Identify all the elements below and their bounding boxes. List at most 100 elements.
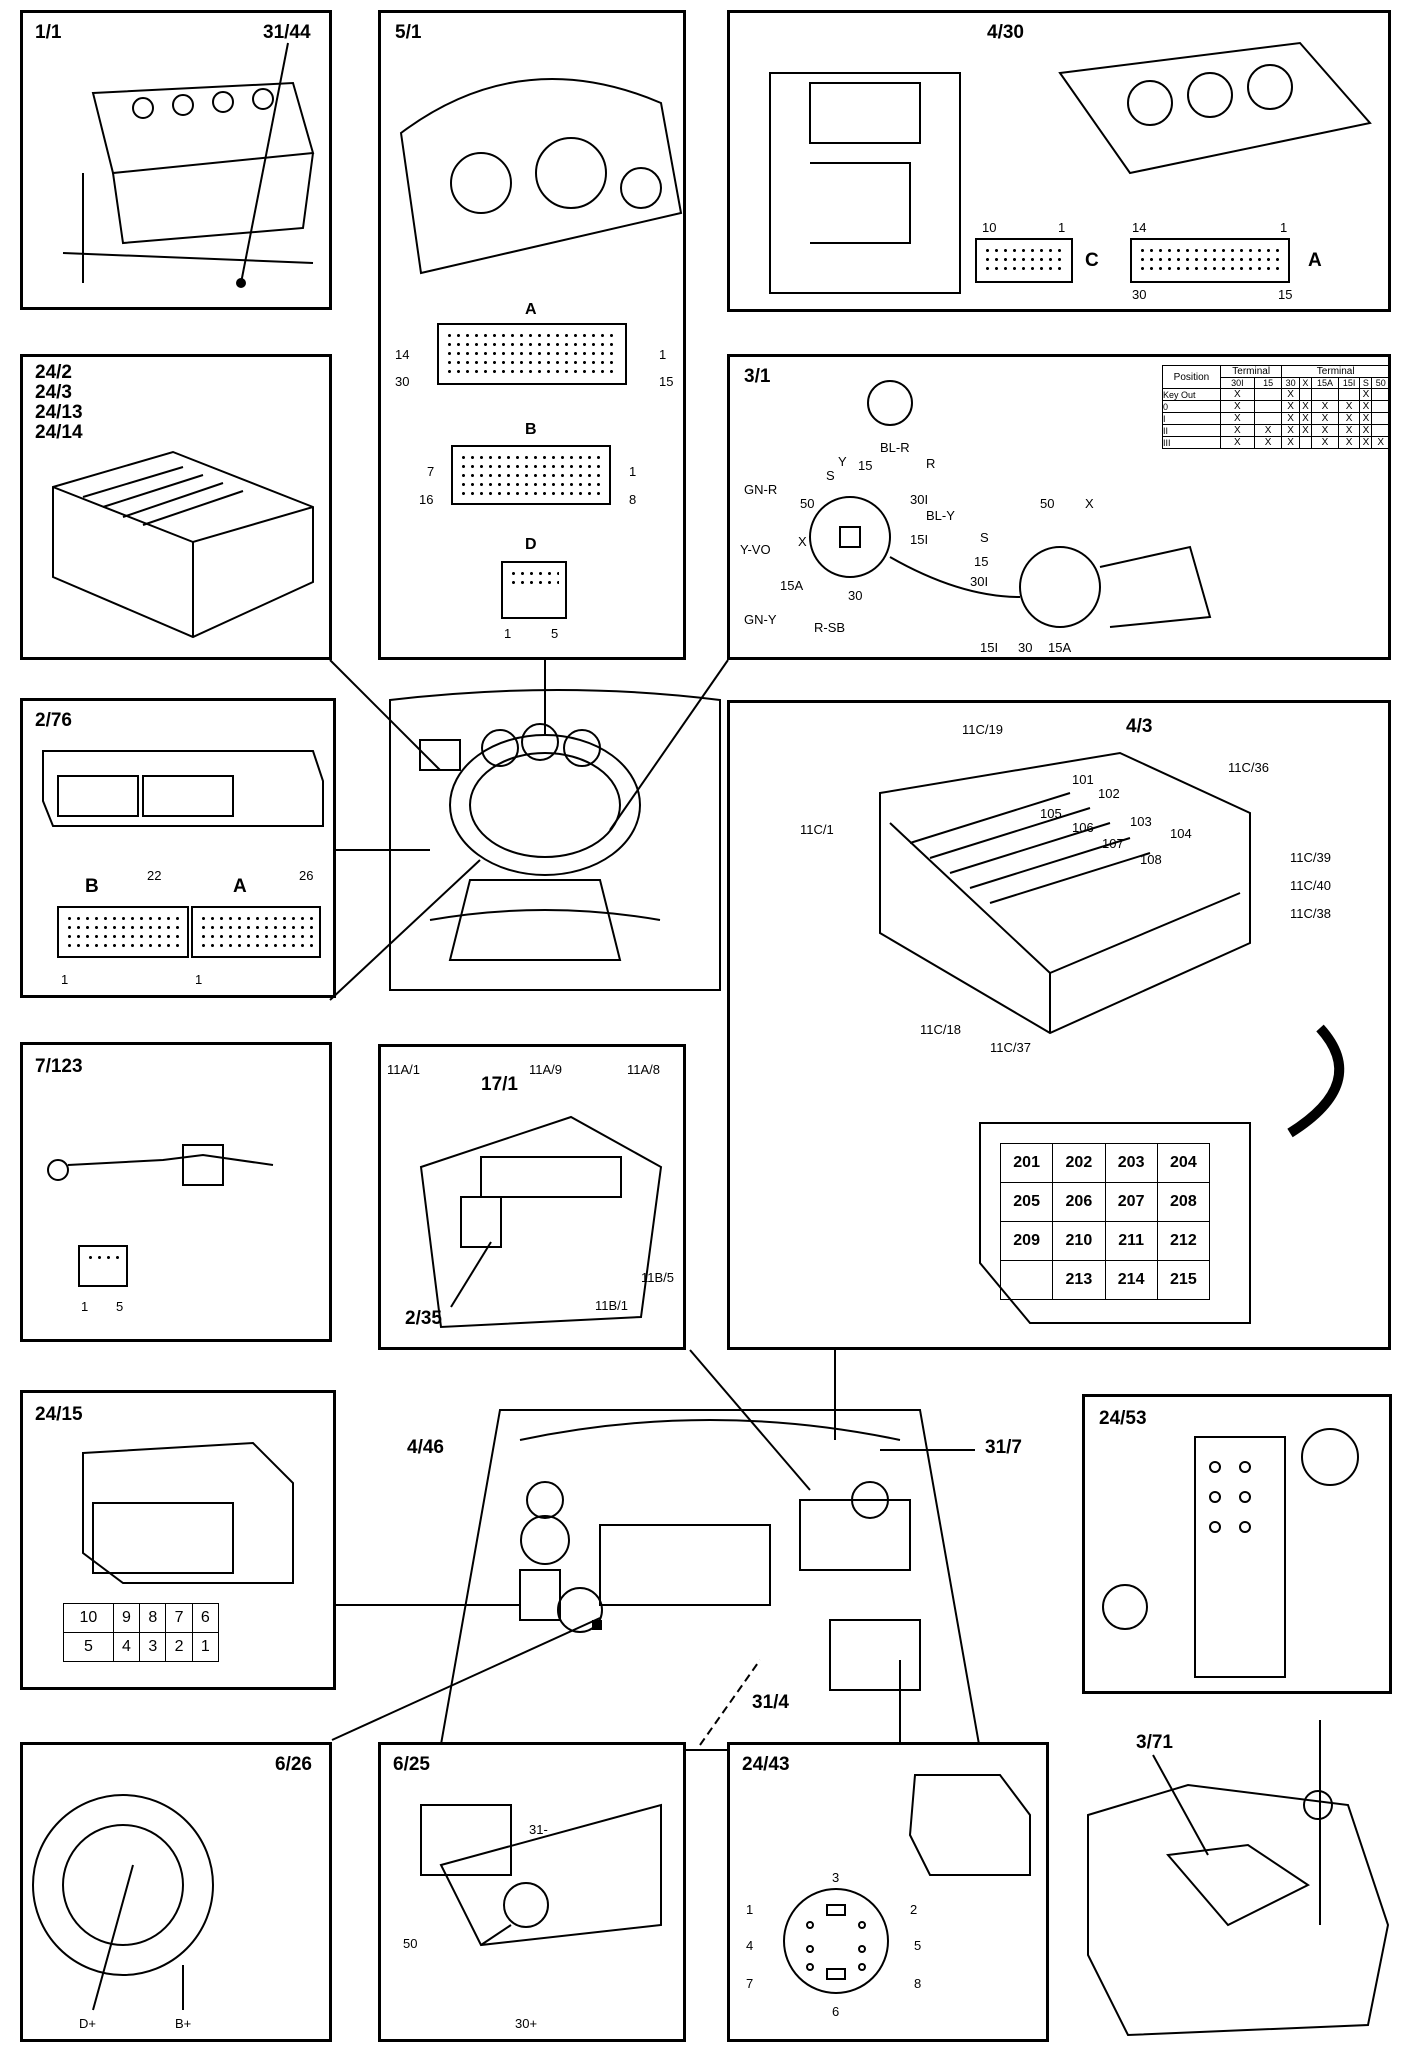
switch-label: 15 (974, 554, 989, 569)
conn-a-pin: 26 (299, 868, 314, 883)
panel-24-53: 24/53 (1082, 1394, 1392, 1694)
callout-4-46: 4/46 (407, 1437, 444, 1458)
terminal-header: S (1359, 377, 1373, 389)
sensor-connector (78, 1245, 128, 1287)
mark-cell (1337, 388, 1361, 401)
starter-motor-drawing (420, 1803, 662, 1947)
pin-label: 2 (910, 1902, 918, 1917)
mark-cell: X (1359, 424, 1373, 437)
callout: 11B/1 (595, 1298, 629, 1313)
round-connector-drawing (783, 1774, 1031, 1994)
conn-a-pin: 14 (395, 347, 410, 362)
conn-a-pin: 30 (1132, 287, 1147, 302)
mark-cell (1371, 412, 1390, 425)
fuse-cell: 208 (1156, 1182, 1211, 1222)
mark-cell (1371, 424, 1390, 437)
fuse-cell: 214 (1104, 1260, 1158, 1300)
switch-label: 15I (980, 640, 999, 655)
battery-drawing (62, 42, 315, 288)
fuse-cell: 210 (1052, 1221, 1106, 1261)
relay-label: 107 (1102, 836, 1124, 851)
terminal-label: 31- (529, 1822, 548, 1837)
fuse-cell: 209 (999, 1221, 1054, 1261)
callout: 11C/37 (990, 1040, 1031, 1055)
wire-label: BL-R (880, 440, 910, 455)
mark-cell: X (1281, 436, 1300, 449)
pin-cell: 7 (165, 1603, 193, 1633)
sensor-pin: 5 (116, 1299, 124, 1314)
callout: 11B/5 (641, 1270, 675, 1285)
callout-31-7: 31/7 (985, 1437, 1022, 1458)
panel-4-3: 4/3 11C/19 11C/36 11C/1 11C/39 11C/40 11… (727, 700, 1391, 1350)
switch-label: 15A (1048, 640, 1072, 655)
callout: 11C/1 (800, 822, 834, 837)
panel-label: 24/53 (1099, 1408, 1147, 1429)
wire-label: 50 (800, 496, 815, 511)
wire-label: R (926, 456, 936, 471)
wire-label: BL-Y (926, 508, 955, 523)
panel-5-1: 5/1 A 14 1 30 15 B 7 1 16 8 D 1 5 (378, 10, 686, 660)
mark-cell: X (1219, 436, 1255, 449)
terminal-label: D+ (79, 2016, 96, 2031)
position-cell: II (1162, 424, 1221, 437)
panel-2-76: 2/76 B 22 A 26 1 1 (20, 698, 336, 998)
conn-a-pin: 1 (659, 347, 667, 362)
sensor-drawing (47, 1144, 274, 1186)
header-terminal: Terminal (1281, 365, 1390, 378)
conn-a-pin: 1 (1280, 220, 1288, 235)
panel-3-1: 3/1 Y S 15 BL-R R GN-R 50 30I BL-Y X 15I… (727, 354, 1391, 660)
relay-label: 104 (1170, 826, 1192, 841)
mark-cell: X (1310, 412, 1339, 425)
position-cell: Key Out (1162, 388, 1221, 401)
terminal-header: 15I (1337, 377, 1361, 389)
pin-cell: 3 (139, 1632, 167, 1662)
ignition-switch-drawing (809, 380, 1212, 628)
connector-b (57, 906, 189, 958)
transmission-drawing (1087, 1754, 1390, 2037)
mark-cell: X (1298, 424, 1312, 437)
fuse-cell: 215 (1156, 1260, 1211, 1300)
fuse-cell: 201 (999, 1143, 1054, 1183)
panel-24-2: 24/2 24/3 24/13 24/14 (20, 354, 332, 660)
conn-b-label: B (525, 421, 537, 438)
mark-cell: X (1298, 412, 1312, 425)
panel-label: 2/76 (35, 710, 72, 731)
panel-label: 3/1 (744, 366, 771, 387)
relay-box-drawing (879, 751, 1345, 1324)
wire-label: Y (838, 454, 847, 469)
conn-a-pin: 1 (195, 972, 203, 987)
mark-cell: X (1281, 400, 1300, 413)
conn-a-pin: 15 (659, 374, 674, 389)
callout: 11C/36 (1228, 760, 1269, 775)
switch-label: 30I (970, 574, 989, 589)
callout: 11C/18 (920, 1022, 961, 1037)
switch-label: X (1085, 496, 1094, 511)
conn-b-label: B (85, 876, 99, 897)
mark-cell: X (1359, 412, 1373, 425)
panel-6-25: 6/25 31- 50 30+ (378, 1742, 686, 2042)
mark-cell: X (1337, 412, 1361, 425)
mark-cell: X (1359, 388, 1373, 401)
terminal-header: 30I (1219, 377, 1255, 389)
mark-cell: X (1219, 424, 1255, 437)
panel-label: 6/26 (275, 1754, 312, 1775)
wire-label: S (826, 468, 835, 483)
panel-sublabel: 2/35 (405, 1308, 442, 1329)
conn-c-label: C (1085, 250, 1099, 271)
alternator-drawing (32, 1794, 214, 2011)
callout: 11C/39 (1290, 850, 1331, 865)
terminal-label: 30+ (515, 2016, 538, 2031)
relay-label: 103 (1130, 814, 1152, 829)
pin-label: 8 (914, 1976, 922, 1991)
panel-label: 7/123 (35, 1056, 83, 1077)
mark-cell: X (1337, 400, 1361, 413)
mark-cell: X (1253, 436, 1283, 449)
panel-4-30: 4/30 10 1 C 14 1 30 15 A (727, 10, 1391, 312)
conn-c-pin: 10 (982, 220, 997, 235)
